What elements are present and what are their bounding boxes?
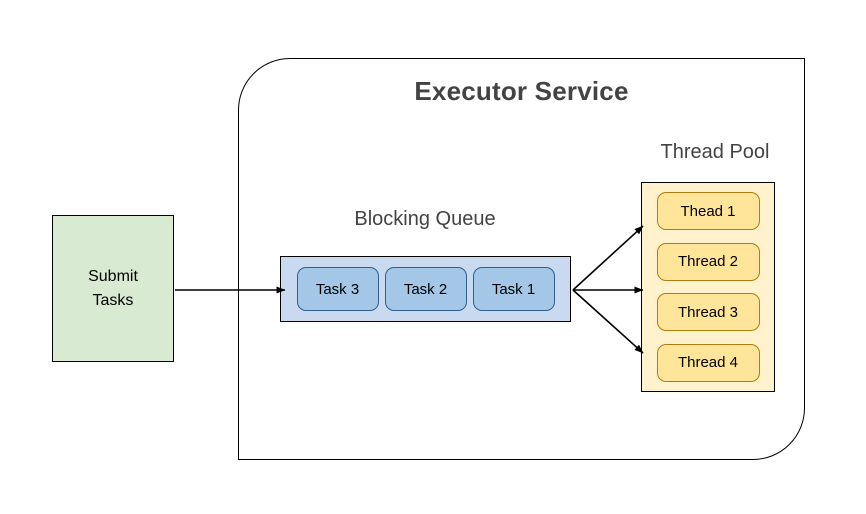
- submit-tasks-box: Submit Tasks: [52, 215, 174, 362]
- task-item: Task 2: [384, 267, 467, 311]
- executor-service-container: [238, 58, 805, 460]
- task-label: Task 3: [315, 280, 360, 298]
- thread-item: Thread 3: [656, 293, 760, 332]
- blocking-queue-box: Task 3 Task 2 Task 1: [280, 256, 571, 322]
- thread-label: Thead 1: [680, 202, 736, 220]
- blocking-queue-label: Blocking Queue: [354, 208, 496, 230]
- thread-item: Thread 4: [656, 343, 760, 382]
- thread-item: Thead 1: [656, 192, 760, 230]
- thread-pool-label: Thread Pool: [660, 141, 770, 163]
- task-label: Task 2: [403, 280, 448, 298]
- submit-tasks-label: Submit Tasks: [88, 268, 138, 309]
- executor-service-title: Executor Service: [414, 76, 629, 106]
- thread-label: Thread 3: [677, 303, 739, 321]
- thread-item: Thread 2: [656, 242, 760, 281]
- thread-pool-box: Thead 1 Thread 2 Thread 3 Thread 4: [641, 182, 775, 392]
- task-label: Task 1: [491, 280, 536, 298]
- task-item: Task 1: [472, 267, 555, 311]
- thread-label: Thread 4: [677, 354, 739, 372]
- thread-label: Thread 2: [677, 253, 739, 271]
- task-item: Task 3: [296, 267, 379, 311]
